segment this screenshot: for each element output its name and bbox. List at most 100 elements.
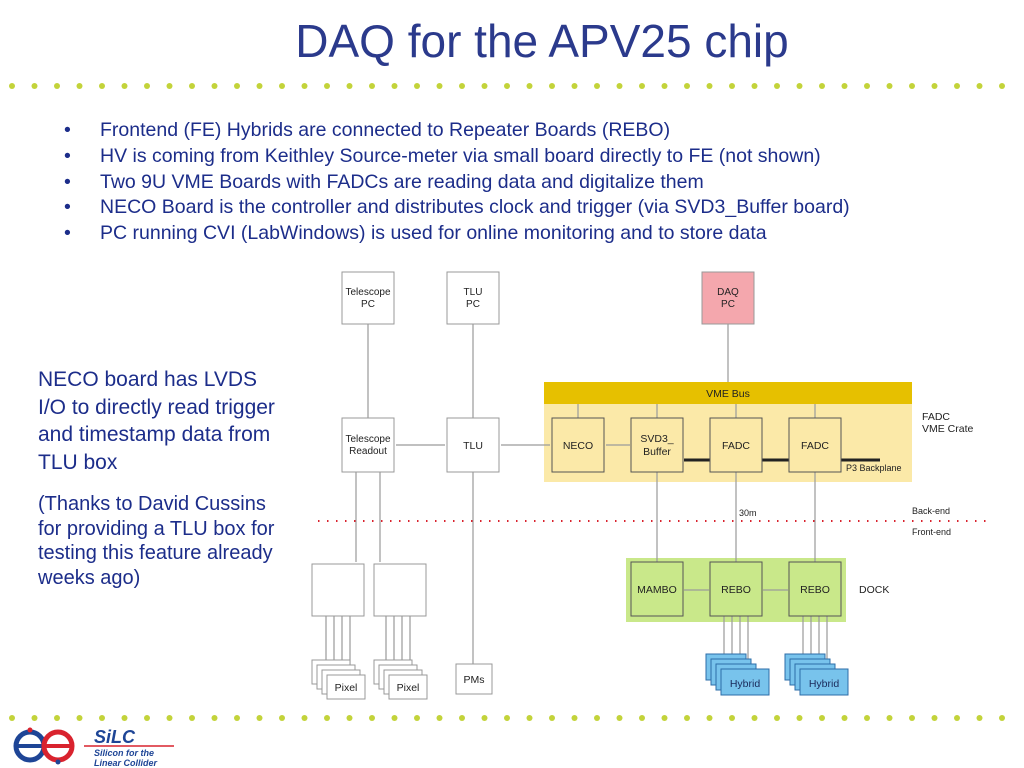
divider-dot <box>841 83 848 89</box>
pms-label: PMs <box>464 674 485 686</box>
rebo-label: REBO <box>721 584 751 596</box>
divider-dot <box>369 83 375 89</box>
divider-dot <box>279 83 285 89</box>
tlu-pc-label: PC <box>466 299 480 310</box>
divider-dot <box>391 715 398 721</box>
divider-dot <box>144 83 150 89</box>
divider-dot <box>684 715 690 721</box>
divider-dot <box>616 83 623 89</box>
dock-label: DOCK <box>859 584 889 596</box>
divider-dot <box>234 715 240 721</box>
divider-dot <box>121 83 128 89</box>
fadc-crate-label: FADC <box>922 411 950 423</box>
fadc-label: FADC <box>801 440 829 452</box>
telescope-pc-label: PC <box>361 299 375 310</box>
divider-dot <box>301 83 308 89</box>
divider-dot <box>661 83 668 89</box>
divider-dot <box>931 715 938 721</box>
tlu-pc-label: TLU <box>464 287 483 298</box>
svd3-buffer-box <box>630 417 684 473</box>
divider-dot <box>751 715 758 721</box>
divider-dot <box>369 715 375 721</box>
divider-dot <box>909 715 915 721</box>
pixel-label: Pixel <box>335 682 358 694</box>
divider-dot <box>864 715 870 721</box>
divider-dot <box>706 83 713 89</box>
divider-dot <box>639 83 645 89</box>
bullet-item: HV is coming from Keithley Source-meter … <box>64 144 850 170</box>
divider-dot <box>976 715 983 721</box>
divider-dot <box>234 83 240 89</box>
divider-dot <box>864 83 870 89</box>
divider-dot <box>594 83 600 89</box>
front-end-label: Front-end <box>912 527 951 537</box>
tlu-label: TLU <box>463 440 483 452</box>
divider-dot <box>189 83 195 89</box>
logo-tagline: Linear Collider <box>94 758 158 768</box>
mambo-box <box>630 561 684 617</box>
divider-dot <box>391 83 398 89</box>
divider-dot <box>31 715 38 721</box>
divider-dot <box>796 715 803 721</box>
divider-dot <box>819 83 825 89</box>
fadc-box <box>788 417 842 473</box>
telescope-plane-box <box>373 563 427 617</box>
divider-dot <box>571 83 578 89</box>
divider-dot <box>909 83 915 89</box>
divider-dot <box>414 715 420 721</box>
divider-dot <box>279 715 285 721</box>
divider-dot <box>346 83 353 89</box>
divider-dot <box>504 715 510 721</box>
divider-dot <box>9 715 15 721</box>
neco-box <box>551 417 605 473</box>
silc-logo: SiLC Silicon for the Linear Collider <box>13 727 174 768</box>
divider-dot <box>729 83 735 89</box>
logo-name: SiLC <box>94 727 136 747</box>
divider-dot <box>324 83 330 89</box>
pixel-label: Pixel <box>397 682 420 694</box>
telescope-pc-box <box>341 271 395 325</box>
telescope-plane-box <box>311 563 365 617</box>
divider-dot <box>729 715 735 721</box>
divider-dot <box>639 715 645 721</box>
divider-dot <box>526 715 533 721</box>
telescope-readout-label: Telescope <box>345 434 390 445</box>
divider-dot <box>166 715 173 721</box>
divider-dot <box>54 715 60 721</box>
bullet-list: Frontend (FE) Hybrids are connected to R… <box>64 118 850 247</box>
divider-dot <box>144 715 150 721</box>
divider-dot <box>594 715 600 721</box>
divider-dot <box>751 83 758 89</box>
divider-dot <box>99 83 105 89</box>
divider-dot <box>189 715 195 721</box>
divider-dot <box>999 83 1005 89</box>
divider-dot <box>886 715 893 721</box>
divider-dot <box>819 715 825 721</box>
divider-dot <box>459 83 465 89</box>
divider-dot <box>549 715 555 721</box>
cable-length-label: 30m <box>739 508 757 518</box>
divider-dot <box>211 83 218 89</box>
hybrid-label: Hybrid <box>809 678 840 690</box>
divider-dot <box>301 715 308 721</box>
divider-dot <box>661 715 668 721</box>
divider-dot <box>841 715 848 721</box>
logo-tagline: Silicon for the <box>94 748 154 758</box>
divider-dot <box>774 715 780 721</box>
p3-backplane-label: P3 Backplane <box>846 463 902 473</box>
divider-dot <box>976 83 983 89</box>
divider-dot <box>549 83 555 89</box>
bottom-dotted-divider <box>9 715 1005 721</box>
back-end-label: Back-end <box>912 506 950 516</box>
divider-dot <box>54 83 60 89</box>
tlu-box <box>446 417 500 473</box>
divider-dot <box>256 715 263 721</box>
divider-dot <box>954 83 960 89</box>
side-note-thanks: (Thanks to David Cussins for providing a… <box>38 493 275 589</box>
divider-dot <box>76 715 83 721</box>
mambo-label: MAMBO <box>637 584 677 596</box>
divider-dot <box>346 715 353 721</box>
telescope-pc-label: Telescope <box>345 287 390 298</box>
divider-dot <box>571 715 578 721</box>
daq-pc-box <box>701 271 755 325</box>
